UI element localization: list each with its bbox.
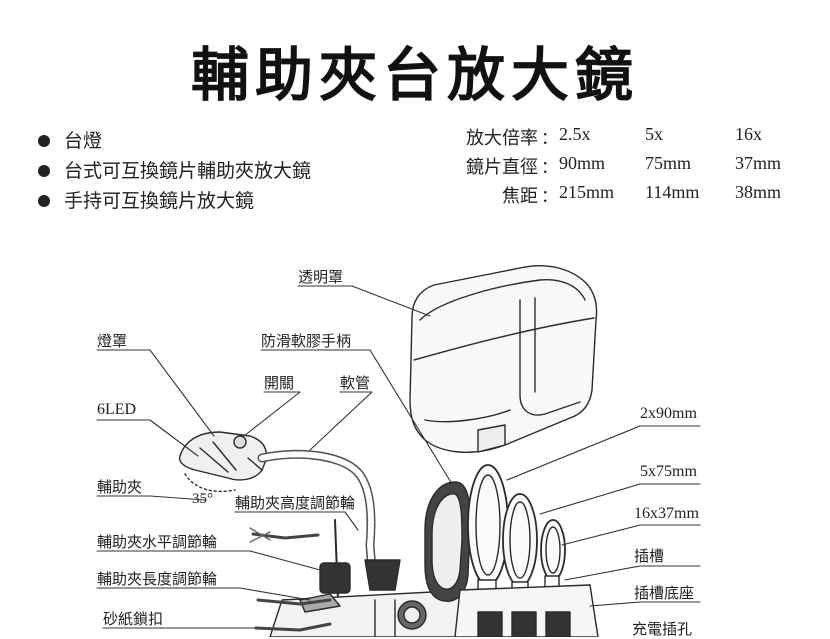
spec-value: 114mm (645, 182, 700, 202)
leader-lines (96, 285, 701, 629)
spec-colon: ： (541, 187, 558, 207)
label-led: 6LED (97, 401, 137, 418)
page-title: 輔助夾台放大鏡 (190, 41, 639, 109)
spec-colon: ： (541, 158, 558, 178)
label-clip: 輔助夾 (97, 478, 143, 496)
label-clip-length: 輔助夾長度調節輪 (97, 570, 218, 588)
bullet-icon (38, 195, 50, 207)
lamp-head-drawing (178, 431, 268, 493)
label-switch: 開關 (264, 374, 295, 392)
label-slot-base: 插槽底座 (634, 584, 695, 602)
spec-value: 2.5x (559, 124, 591, 144)
spec-value: 215mm (559, 182, 615, 202)
lenses-drawing (424, 464, 599, 637)
spec-value: 90mm (559, 153, 606, 173)
label-lens-37: 16x37mm (634, 505, 699, 522)
label-lens-90: 2x90mm (640, 405, 697, 422)
spec-row-magnification: 放大倍率 ： 2.5x 5x 16x (410, 124, 830, 153)
flexible-hose-drawing (257, 449, 377, 575)
label-hose: 軟管 (340, 374, 371, 392)
spec-label: 放大倍率 (466, 128, 538, 149)
spec-value: 75mm (645, 153, 692, 173)
stand-base-drawing (269, 519, 481, 637)
spec-value: 5x (645, 124, 663, 144)
spec-value: 16x (735, 124, 762, 144)
feature-item: 手持可互換鏡片放大鏡 (38, 186, 311, 216)
spec-row-diameter: 鏡片直徑 ： 90mm 75mm 37mm (410, 153, 830, 182)
spec-table: 放大倍率 ： 2.5x 5x 16x 鏡片直徑 ： 90mm 75mm 37mm… (410, 124, 830, 211)
label-clip-horizontal: 輔助夾水平調節輪 (97, 533, 218, 551)
feature-item: 台式可互換鏡片輔助夾放大鏡 (38, 156, 311, 186)
spec-colon: ： (541, 129, 558, 149)
bullet-icon (38, 135, 50, 147)
label-clip-height: 輔助夾高度調節輪 (235, 494, 356, 512)
label-charge-port: 充電插孔 (632, 620, 693, 638)
label-slot: 插槽 (634, 547, 665, 565)
label-grip: 防滑軟膠手柄 (261, 332, 352, 350)
label-lamp-shade: 燈罩 (97, 332, 128, 350)
spec-value: 37mm (735, 153, 782, 173)
helper-clips-drawing (249, 527, 332, 632)
spec-label: 焦距 (502, 186, 538, 207)
feature-list: 台燈 台式可互換鏡片輔助夾放大鏡 手持可互換鏡片放大鏡 (38, 126, 311, 216)
transparent-cover-drawing (409, 265, 598, 454)
feature-item: 台燈 (38, 126, 311, 156)
spec-label: 鏡片直徑 (466, 157, 538, 178)
label-lens-75: 5x75mm (640, 463, 697, 480)
bullet-icon (38, 165, 50, 177)
spec-value: 38mm (735, 182, 782, 202)
label-angle: 35° (192, 491, 213, 507)
label-transparent-cover: 透明罩 (298, 268, 344, 286)
label-sandpaper-lock: 砂紙鎖扣 (103, 610, 164, 628)
spec-row-focal: 焦距 ： 215mm 114mm 38mm (410, 182, 830, 211)
